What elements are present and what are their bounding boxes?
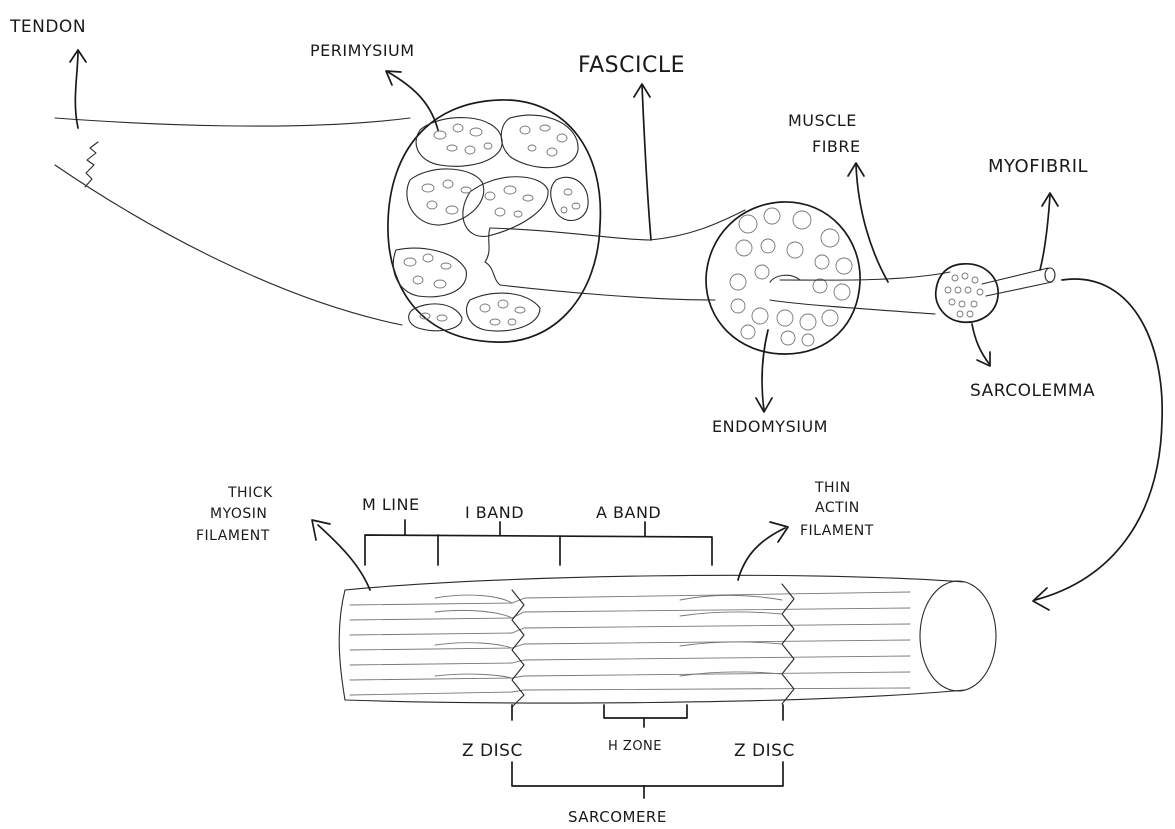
label-i-band: I BAND xyxy=(465,503,524,522)
label-arrows xyxy=(70,50,1162,610)
label-z-disc-right: Z DISC xyxy=(734,741,795,761)
label-endomysium: ENDOMYSIUM xyxy=(712,417,828,436)
label-myofibril: MYOFIBRIL xyxy=(988,156,1088,177)
label-sarcomere: SARCOMERE xyxy=(568,808,667,826)
label-thick-line3: FILAMENT xyxy=(196,528,270,544)
label-muscle-fibre-line2: FIBRE xyxy=(812,137,861,156)
label-thin-line3: FILAMENT xyxy=(800,523,874,539)
myofibril-cylinder xyxy=(339,575,996,703)
fascicle-cross-section xyxy=(650,202,950,354)
label-m-line: M LINE xyxy=(362,495,420,514)
label-thin-line2: ACTIN xyxy=(815,500,860,516)
label-sarcolemma: SARCOLEMMA xyxy=(970,381,1095,401)
label-z-disc-left: Z DISC xyxy=(462,741,523,761)
label-thin-line1: THIN xyxy=(814,480,851,496)
label-fascicle: FASCICLE xyxy=(578,53,685,78)
label-perimysium: PERIMYSIUM xyxy=(310,41,415,60)
label-muscle-fibre-line1: MUSCLE xyxy=(788,111,857,130)
label-thick-line1: THICK xyxy=(227,485,273,501)
label-tendon: TENDON xyxy=(9,17,86,37)
label-h-zone: H ZONE xyxy=(608,739,662,754)
band-brackets xyxy=(312,520,788,798)
muscle-body xyxy=(55,118,410,325)
muscle-cross-section xyxy=(388,100,715,342)
label-a-band: A BAND xyxy=(596,503,661,522)
label-thick-line2: MYOSIN xyxy=(210,506,267,522)
filaments xyxy=(350,584,910,707)
muscle-fibre-cross-section xyxy=(936,264,1055,322)
labels: TENDON PERIMYSIUM FASCICLE MUSCLE FIBRE … xyxy=(9,17,1095,826)
